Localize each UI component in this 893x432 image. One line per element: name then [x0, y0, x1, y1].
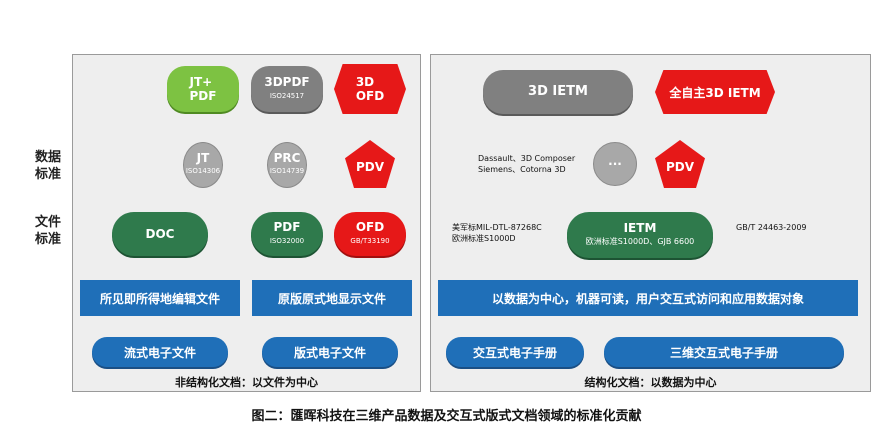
own-3d-ietm-node: 全自主3D IETM: [655, 70, 775, 114]
prc-std: ISO14739: [269, 167, 305, 175]
side-label-data-standard: 数据 标准: [34, 150, 61, 182]
pdf-node: PDF ISO32000: [251, 212, 323, 256]
pill-interactive-manual: 交互式电子手册: [446, 337, 584, 367]
mil-standard-note: 美军标MIL-DTL-87268C 欧洲标准S1000D: [452, 223, 542, 243]
ofd-label: OFD: [355, 220, 385, 234]
figure-title: 图二：匯晖科技在三维产品数据及交互式版式文档领域的标准化贡献: [251, 409, 642, 424]
ofd-std: GB/T33190: [350, 237, 390, 245]
jt-label: JT: [196, 151, 210, 165]
bar-edit-files: 所见即所得地编辑文件: [80, 280, 240, 316]
side-label-file-standard: 文件 标准: [34, 215, 61, 247]
pill-flow-files: 流式电子文件: [92, 337, 228, 367]
right-panel-caption: 结构化文档：以数据为中心: [584, 376, 717, 389]
jt-node: JT ISO14306: [183, 142, 223, 188]
prc-label: PRC: [273, 151, 301, 165]
jt-std: ISO14306: [185, 167, 221, 175]
bar-layout-files: 原版原式地显示文件: [252, 280, 412, 316]
pdf-label: PDF: [273, 220, 301, 234]
ietm-node: IETM 欧洲标准S1000D、GJB 6600: [567, 212, 713, 258]
ietm-std: 欧洲标准S1000D、GJB 6600: [585, 237, 695, 246]
pill-layout-files: 版式电子文件: [262, 337, 398, 367]
3dpdf-std: ISO24517: [269, 92, 305, 100]
pill-3d-interactive-manual: 三维交互式电子手册: [604, 337, 844, 367]
bar-data-centric: 以数据为中心，机器可读，用户交互式访问和应用数据对象: [438, 280, 858, 316]
left-panel-caption: 非结构化文档：以文件为中心: [175, 376, 318, 389]
doc-node: DOC: [112, 212, 208, 256]
3d-ietm-node: 3D IETM: [483, 70, 633, 114]
3dpdf-node: 3DPDF ISO24517: [251, 66, 323, 112]
pdf-std: ISO32000: [269, 237, 305, 245]
jt-pdf-node: JT+ PDF: [167, 66, 239, 112]
gb-standard-note: GB/T 24463-2009: [736, 223, 807, 232]
3dpdf-label: 3DPDF: [264, 75, 310, 89]
3d-ofd-node: 3D OFD: [334, 64, 406, 114]
ietm-label: IETM: [623, 221, 657, 235]
vendors-note: Dassault、3D Composer Siemens、Cotorna 3D: [478, 154, 576, 174]
prc-node: PRC ISO14739: [267, 142, 307, 188]
dots-node: ···: [593, 142, 637, 186]
ofd-node: OFD GB/T33190: [334, 212, 406, 256]
